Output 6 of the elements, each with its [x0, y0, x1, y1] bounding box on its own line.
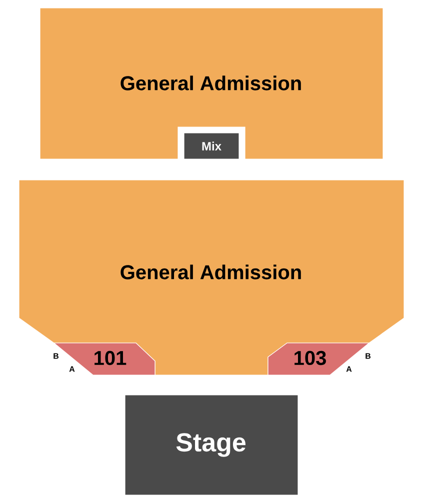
row-label: B	[54, 353, 59, 359]
row-label: B	[366, 353, 371, 359]
mix-booth: Mix	[184, 132, 240, 160]
stage: Stage	[124, 394, 298, 496]
row-label: A	[346, 366, 352, 372]
row-label: A	[69, 366, 75, 372]
